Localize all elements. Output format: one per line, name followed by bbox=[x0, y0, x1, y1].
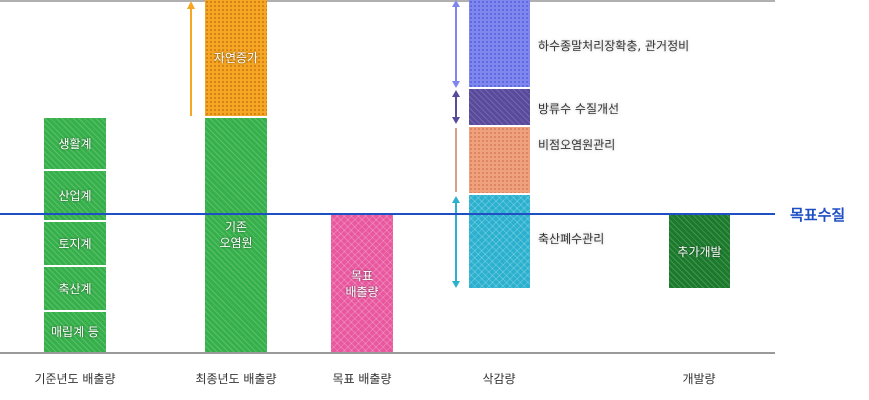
natural-increase-segment: 자연증가 bbox=[205, 0, 267, 116]
segment-livestock: 축산계 bbox=[44, 267, 106, 310]
category-development: 개발량 bbox=[682, 372, 716, 386]
baseline bbox=[0, 352, 775, 354]
sewage-range-shaft bbox=[455, 7, 457, 81]
natural-increase-arrow-shaft bbox=[190, 8, 192, 116]
label-effluent-quality: 방류수 수질개선 bbox=[538, 102, 620, 116]
arrow-up-icon bbox=[452, 196, 460, 203]
reduction-nonpoint-segment bbox=[469, 127, 530, 193]
label-nonpoint-management: 비점오염원관리 bbox=[538, 138, 616, 152]
segment-landfill: 매립계 등 bbox=[44, 312, 106, 352]
target-emission-bar: 목표 배출량 bbox=[331, 215, 393, 352]
segment-land: 토지계 bbox=[44, 222, 106, 265]
segment-domestic: 생활계 bbox=[44, 118, 106, 169]
arrow-down-icon bbox=[452, 281, 460, 288]
arrow-down-icon bbox=[452, 81, 460, 88]
reduction-livestock-segment bbox=[469, 195, 530, 288]
label-livestock-wastewater: 축산폐수관리 bbox=[538, 232, 605, 246]
existing-pollution-segment: 기존 오염원 bbox=[205, 118, 267, 352]
arrow-up-icon bbox=[452, 0, 460, 7]
segment-industrial: 산업계 bbox=[44, 171, 106, 220]
target-water-quality-line bbox=[0, 213, 775, 215]
effluent-range-shaft bbox=[455, 97, 457, 117]
natural-increase-arrow-icon bbox=[187, 1, 195, 9]
development-bar: 추가개발 bbox=[669, 215, 730, 288]
category-base-year: 기준년도 배출량 bbox=[34, 372, 116, 386]
category-final-year: 최종년도 배출량 bbox=[195, 372, 277, 386]
reduction-sewage-segment bbox=[469, 0, 530, 87]
reduction-effluent-segment bbox=[469, 89, 530, 125]
category-target: 목표 배출량 bbox=[332, 372, 392, 386]
category-reduction: 삭감량 bbox=[482, 372, 516, 386]
target-water-quality-label: 목표수질 bbox=[790, 206, 846, 224]
label-sewage-treatment: 하수종말처리장확충, 관거정비 bbox=[538, 39, 690, 53]
arrow-up-icon bbox=[452, 90, 460, 97]
nonpoint-range-shaft bbox=[455, 128, 457, 192]
arrow-down-icon bbox=[452, 117, 460, 124]
livestock-range-shaft bbox=[455, 203, 457, 281]
top-gridline bbox=[0, 0, 775, 2]
base-emission-bar: 생활계 산업계 토지계 축산계 매립계 등 bbox=[44, 118, 106, 352]
